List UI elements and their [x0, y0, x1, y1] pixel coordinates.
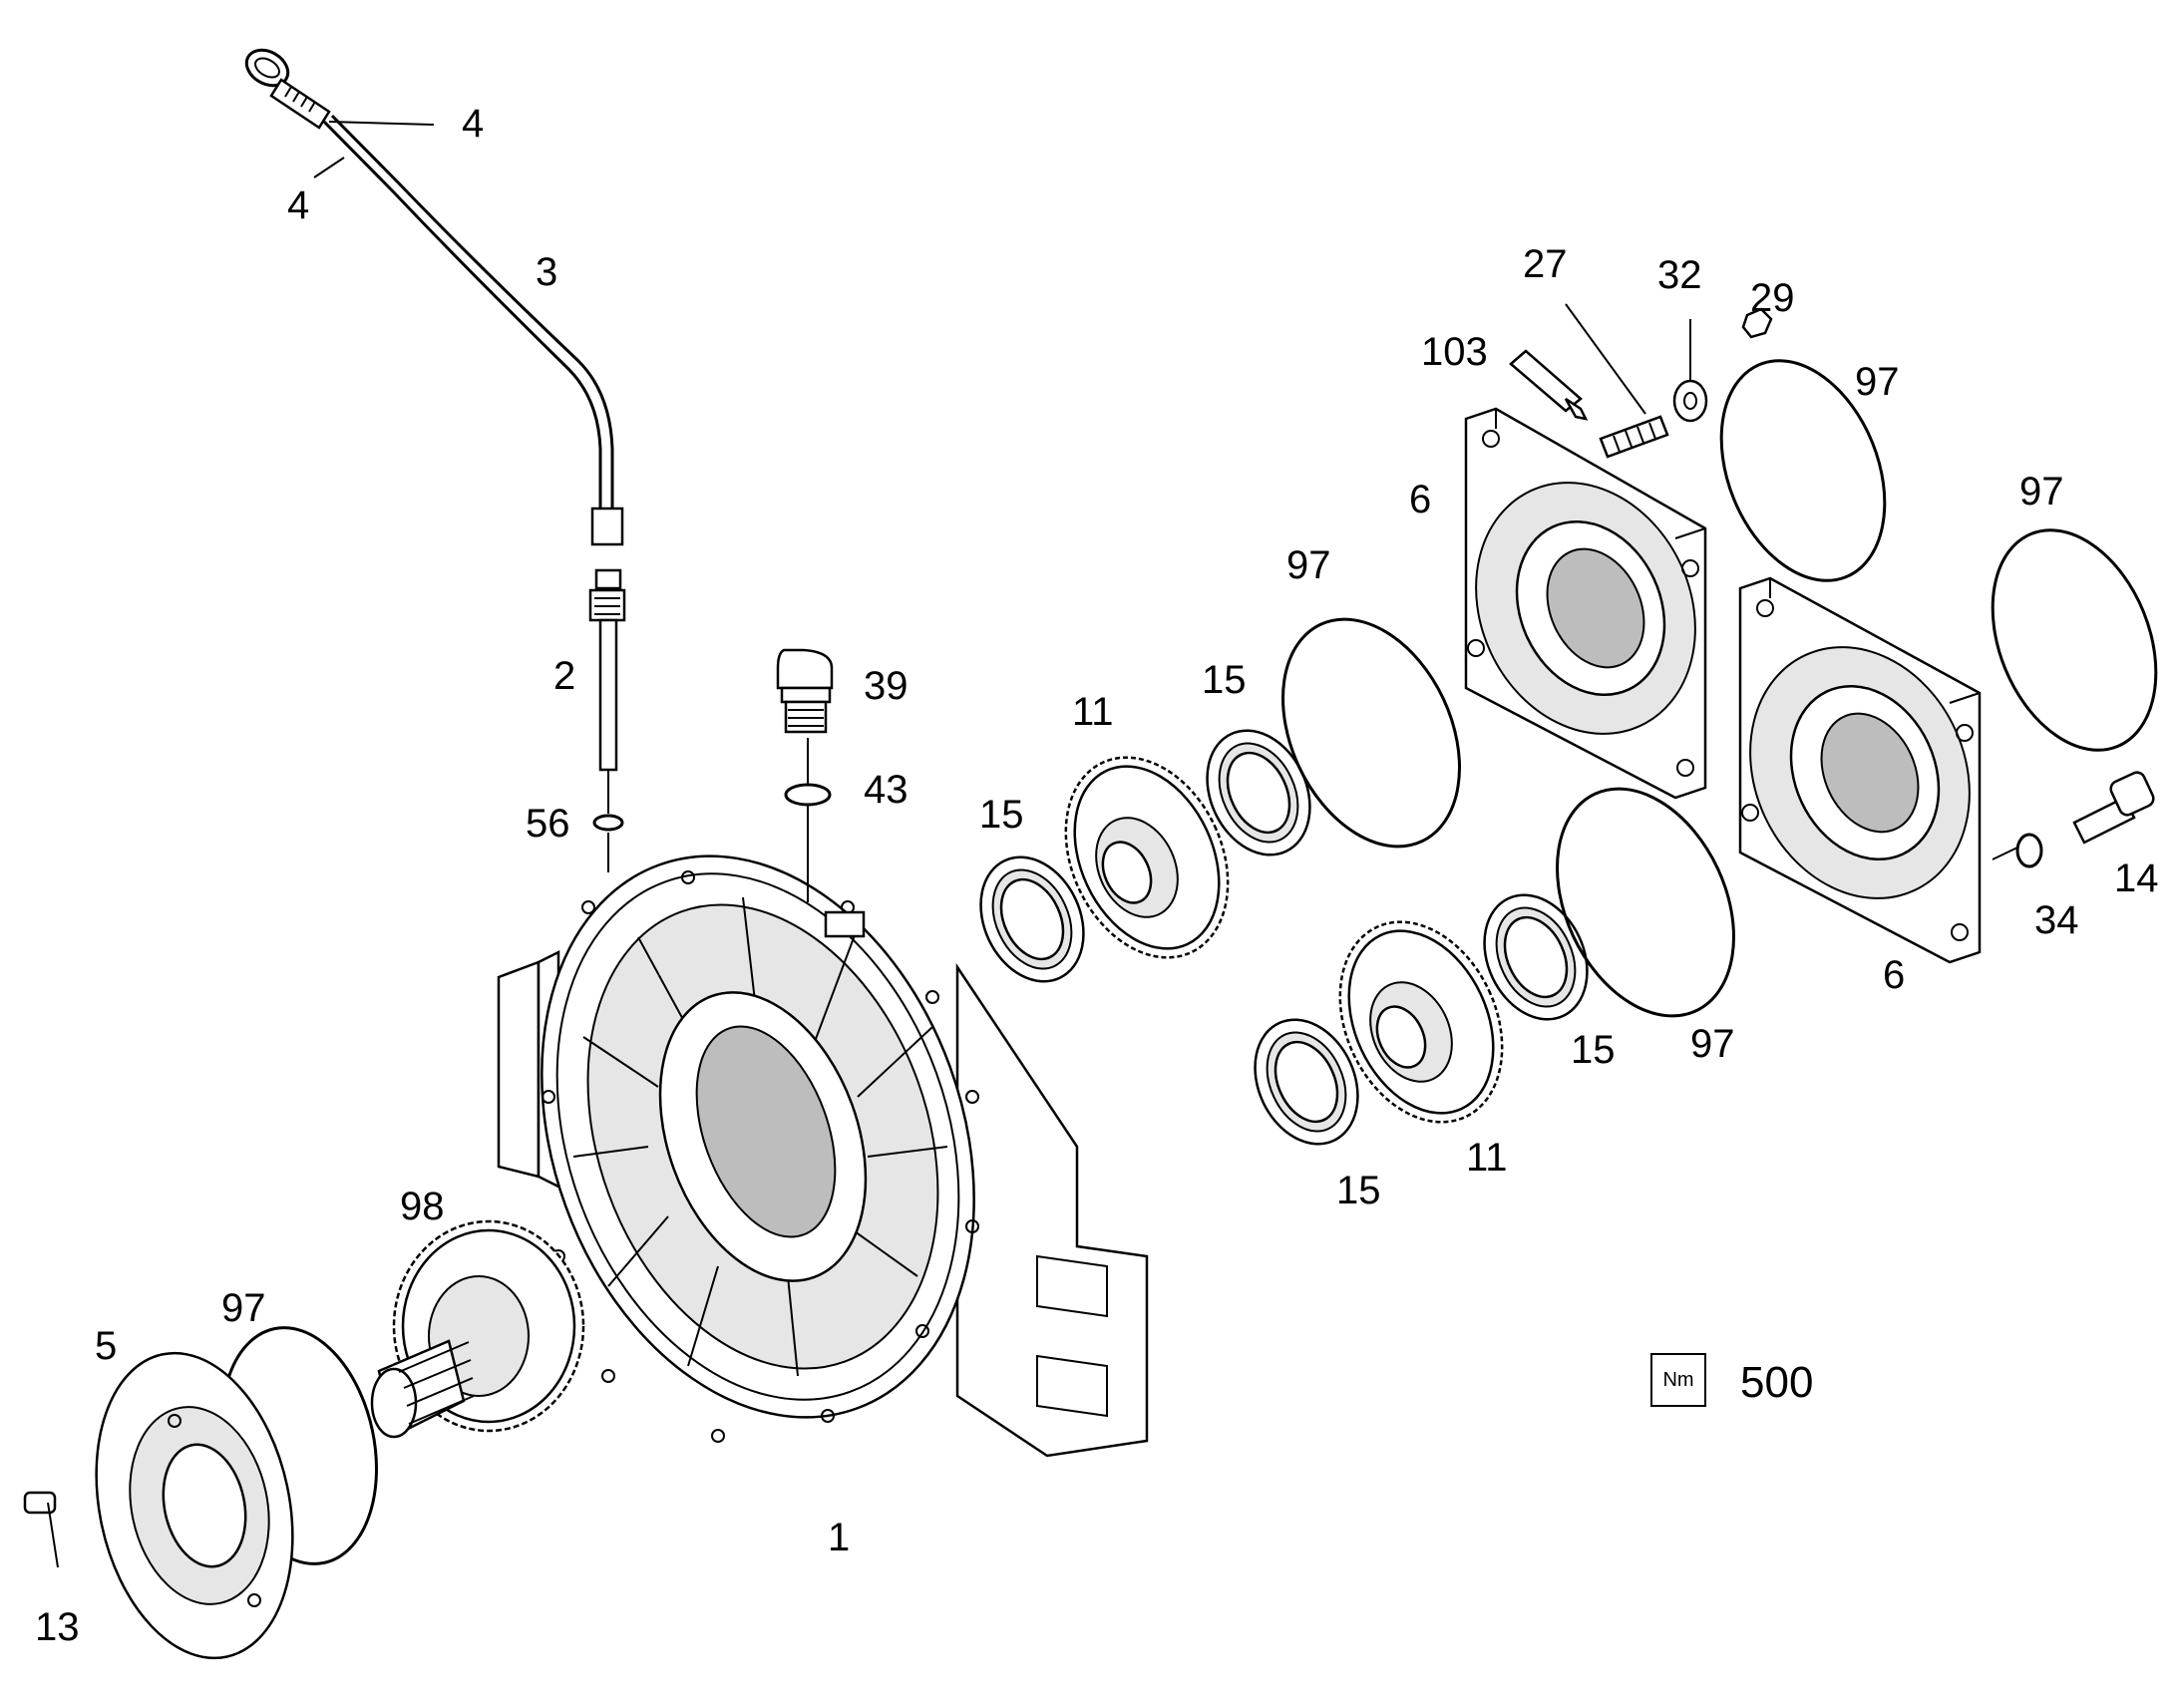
o-ring-97-right — [1991, 528, 2158, 752]
callout-15-lower-right: 15 — [1571, 1028, 1616, 1072]
callout-34: 34 — [2034, 898, 2079, 942]
callout-15-upper-right: 15 — [1202, 658, 1247, 702]
gear-shaft-98 — [370, 1219, 585, 1439]
callout-97-lower: 97 — [1690, 1022, 1735, 1066]
callout-6-lower: 6 — [1883, 953, 1906, 997]
callout-15-upper-left: 15 — [979, 793, 1024, 837]
callout-97-top: 97 — [1855, 360, 1900, 404]
callout-6-upper: 6 — [1409, 478, 1432, 521]
torque-value: 500 — [1740, 1358, 1814, 1407]
housing — [497, 854, 1149, 1458]
bearing-15-lower-left — [1254, 1018, 1359, 1146]
washer-32 — [1672, 379, 1708, 423]
callout-56: 56 — [526, 802, 570, 846]
seal-ring-34 — [2015, 833, 2043, 868]
callout-29: 29 — [1750, 276, 1795, 320]
callout-1: 1 — [828, 1516, 851, 1559]
o-ring-97-top — [1719, 359, 1887, 582]
callout-27: 27 — [1523, 242, 1568, 286]
bearing-15-upper-left — [979, 855, 1085, 983]
o-ring-97-upper — [1281, 617, 1461, 849]
callout-98: 98 — [400, 1185, 445, 1228]
callout-15-lower-left: 15 — [1336, 1169, 1381, 1212]
callout-4-ring: 4 — [462, 102, 485, 146]
callout-97-left: 97 — [221, 1286, 266, 1330]
o-ring-56 — [592, 814, 624, 832]
bearing-plate-6-lower — [1738, 576, 1982, 964]
callout-2: 2 — [553, 654, 576, 698]
callout-4-stick: 4 — [287, 183, 310, 227]
plug-14 — [2072, 771, 2155, 845]
callout-13: 13 — [35, 1605, 80, 1649]
screw-13 — [23, 1491, 57, 1515]
callout-39: 39 — [864, 664, 908, 708]
bearing-plate-6-upper — [1464, 407, 1707, 800]
callout-103: 103 — [1421, 330, 1488, 374]
gear-11-upper — [1064, 756, 1230, 959]
sealant-tube-103 — [1509, 349, 1589, 421]
callout-14: 14 — [2114, 856, 2159, 900]
stud-27 — [1599, 415, 1669, 459]
bearing-15-lower-right — [1483, 893, 1589, 1021]
callout-32: 32 — [1657, 253, 1702, 297]
torque-unit-box: Nm — [1650, 1353, 1706, 1407]
callout-43: 43 — [864, 768, 908, 812]
callout-11-lower: 11 — [1466, 1136, 1508, 1180]
o-ring-43 — [784, 783, 832, 807]
gear-11-lower — [1338, 920, 1504, 1124]
nut-29 — [1741, 307, 1773, 339]
callout-11-upper: 11 — [1072, 690, 1114, 734]
callout-97-right: 97 — [2019, 470, 2064, 513]
pump-cover-5 — [95, 1351, 294, 1660]
leader-lines — [47, 121, 2018, 1568]
plug-39 — [776, 648, 834, 734]
dipstick-tube — [598, 618, 618, 772]
bearing-15-upper-right — [1206, 729, 1311, 856]
callout-3: 3 — [536, 250, 558, 294]
dipstick — [244, 48, 626, 622]
o-ring-97-lower — [1556, 787, 1735, 1018]
callout-97-upper: 97 — [1286, 543, 1331, 587]
callout-5: 5 — [95, 1324, 118, 1368]
